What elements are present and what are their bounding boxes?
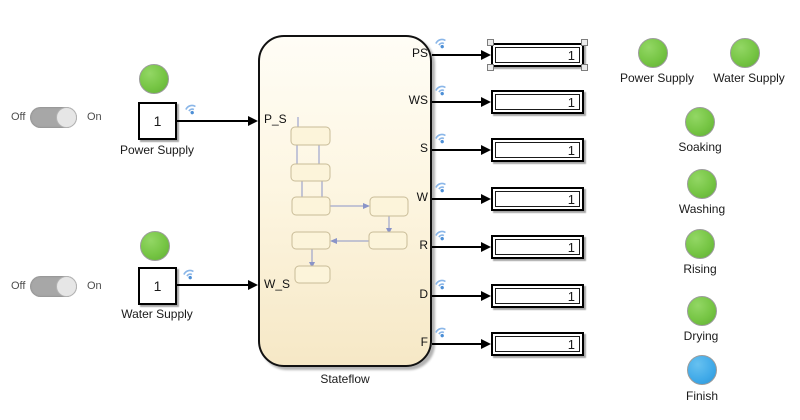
toggle-on-label: On: [87, 111, 102, 123]
display-value: 1: [567, 191, 575, 207]
power-wire-arrowhead: [248, 116, 258, 126]
soaking-status-lamp: [685, 107, 715, 137]
chart-output-port-label: F: [420, 335, 428, 349]
toggle-on-label: On: [87, 280, 102, 292]
power-supply-lamp-label: Power Supply: [619, 71, 695, 85]
chart-output-port-label: W: [416, 190, 428, 204]
toggle-off-label: Off: [11, 111, 26, 123]
display-block-s[interactable]: 1: [491, 138, 584, 162]
wireless-logging-icon: [185, 104, 196, 115]
display-value: 1: [567, 94, 575, 110]
signal-wire[interactable]: [432, 198, 482, 200]
wire-arrowhead: [481, 145, 491, 155]
wireless-logging-icon: [435, 38, 446, 49]
wireless-logging-icon: [435, 230, 446, 241]
wire-arrowhead: [481, 242, 491, 252]
chart-output-port-label: S: [419, 141, 428, 155]
rising-lamp-label: Rising: [683, 262, 717, 276]
water-supply-status-lamp: [730, 38, 760, 68]
wireless-logging-icon: [435, 182, 446, 193]
signal-wire[interactable]: [432, 246, 482, 248]
selection-handle[interactable]: [581, 64, 588, 71]
stateflow-chart-block[interactable]: [258, 35, 432, 367]
water-supply-lamp-label: Water Supply: [713, 71, 785, 85]
wireless-logging-icon: [435, 85, 446, 96]
power-toggle-knob[interactable]: [56, 107, 77, 128]
wire-arrowhead: [481, 50, 491, 60]
signal-wire[interactable]: [432, 101, 482, 103]
display-value: 1: [567, 47, 575, 63]
display-value: 1: [567, 336, 575, 352]
selection-handle[interactable]: [487, 64, 494, 71]
wireless-logging-icon: [435, 133, 446, 144]
toggle-off-label: Off: [11, 280, 26, 292]
wireless-logging-icon: [435, 327, 446, 338]
water-supply-block[interactable]: 1: [138, 267, 177, 305]
wire-arrowhead: [481, 194, 491, 204]
signal-wire[interactable]: [432, 343, 482, 345]
chart-input-port-label: P_S: [264, 112, 287, 126]
chart-output-port-label: WS: [408, 93, 428, 107]
power-source-lamp: [139, 64, 169, 94]
chart-input-port-label: W_S: [264, 277, 291, 291]
chart-preview-states: [290, 117, 409, 284]
power-toggle-switch[interactable]: [30, 107, 77, 128]
power-supply-label: Power Supply: [119, 143, 195, 157]
wire-arrowhead: [481, 291, 491, 301]
water-supply-value: 1: [153, 278, 162, 294]
selection-handle[interactable]: [581, 39, 588, 46]
washing-lamp-label: Washing: [678, 202, 726, 216]
display-block-ws[interactable]: 1: [491, 90, 584, 114]
drying-status-lamp: [687, 296, 717, 326]
display-block-ps[interactable]: 1: [487, 39, 588, 71]
wireless-logging-icon: [435, 279, 446, 290]
display-value: 1: [567, 142, 575, 158]
power-supply-value: 1: [153, 113, 162, 129]
signal-wire[interactable]: [432, 54, 482, 56]
signal-wire[interactable]: [432, 149, 482, 151]
drying-lamp-label: Drying: [683, 329, 719, 343]
chart-output-port-label: R: [419, 238, 428, 252]
stateflow-chart-label: Stateflow: [320, 372, 370, 386]
chart-output-port-label: PS: [411, 46, 428, 60]
signal-wire[interactable]: [432, 295, 482, 297]
water-source-lamp: [140, 231, 170, 261]
power-signal-wire[interactable]: [177, 120, 249, 122]
display-block-r[interactable]: 1: [491, 235, 584, 259]
water-wire-arrowhead: [248, 280, 258, 290]
water-supply-label: Water Supply: [121, 307, 193, 321]
display-block-w[interactable]: 1: [491, 187, 584, 211]
wire-arrowhead: [481, 97, 491, 107]
finish-lamp-label: Finish: [685, 389, 718, 403]
washing-status-lamp: [687, 169, 717, 199]
chart-output-port-label: D: [419, 287, 428, 301]
water-signal-wire[interactable]: [177, 284, 249, 286]
wire-arrowhead: [481, 339, 491, 349]
water-toggle-switch[interactable]: [30, 276, 77, 297]
display-value: 1: [567, 288, 575, 304]
power-supply-status-lamp: [638, 38, 668, 68]
water-toggle-knob[interactable]: [56, 276, 77, 297]
display-block-d[interactable]: 1: [491, 284, 584, 308]
soaking-lamp-label: Soaking: [678, 140, 722, 154]
power-supply-block[interactable]: 1: [138, 102, 177, 140]
wireless-logging-icon: [183, 269, 194, 280]
display-block-f[interactable]: 1: [491, 332, 584, 356]
finish-status-lamp: [687, 355, 717, 385]
display-value: 1: [567, 239, 575, 255]
selection-handle[interactable]: [487, 39, 494, 46]
rising-status-lamp: [685, 229, 715, 259]
